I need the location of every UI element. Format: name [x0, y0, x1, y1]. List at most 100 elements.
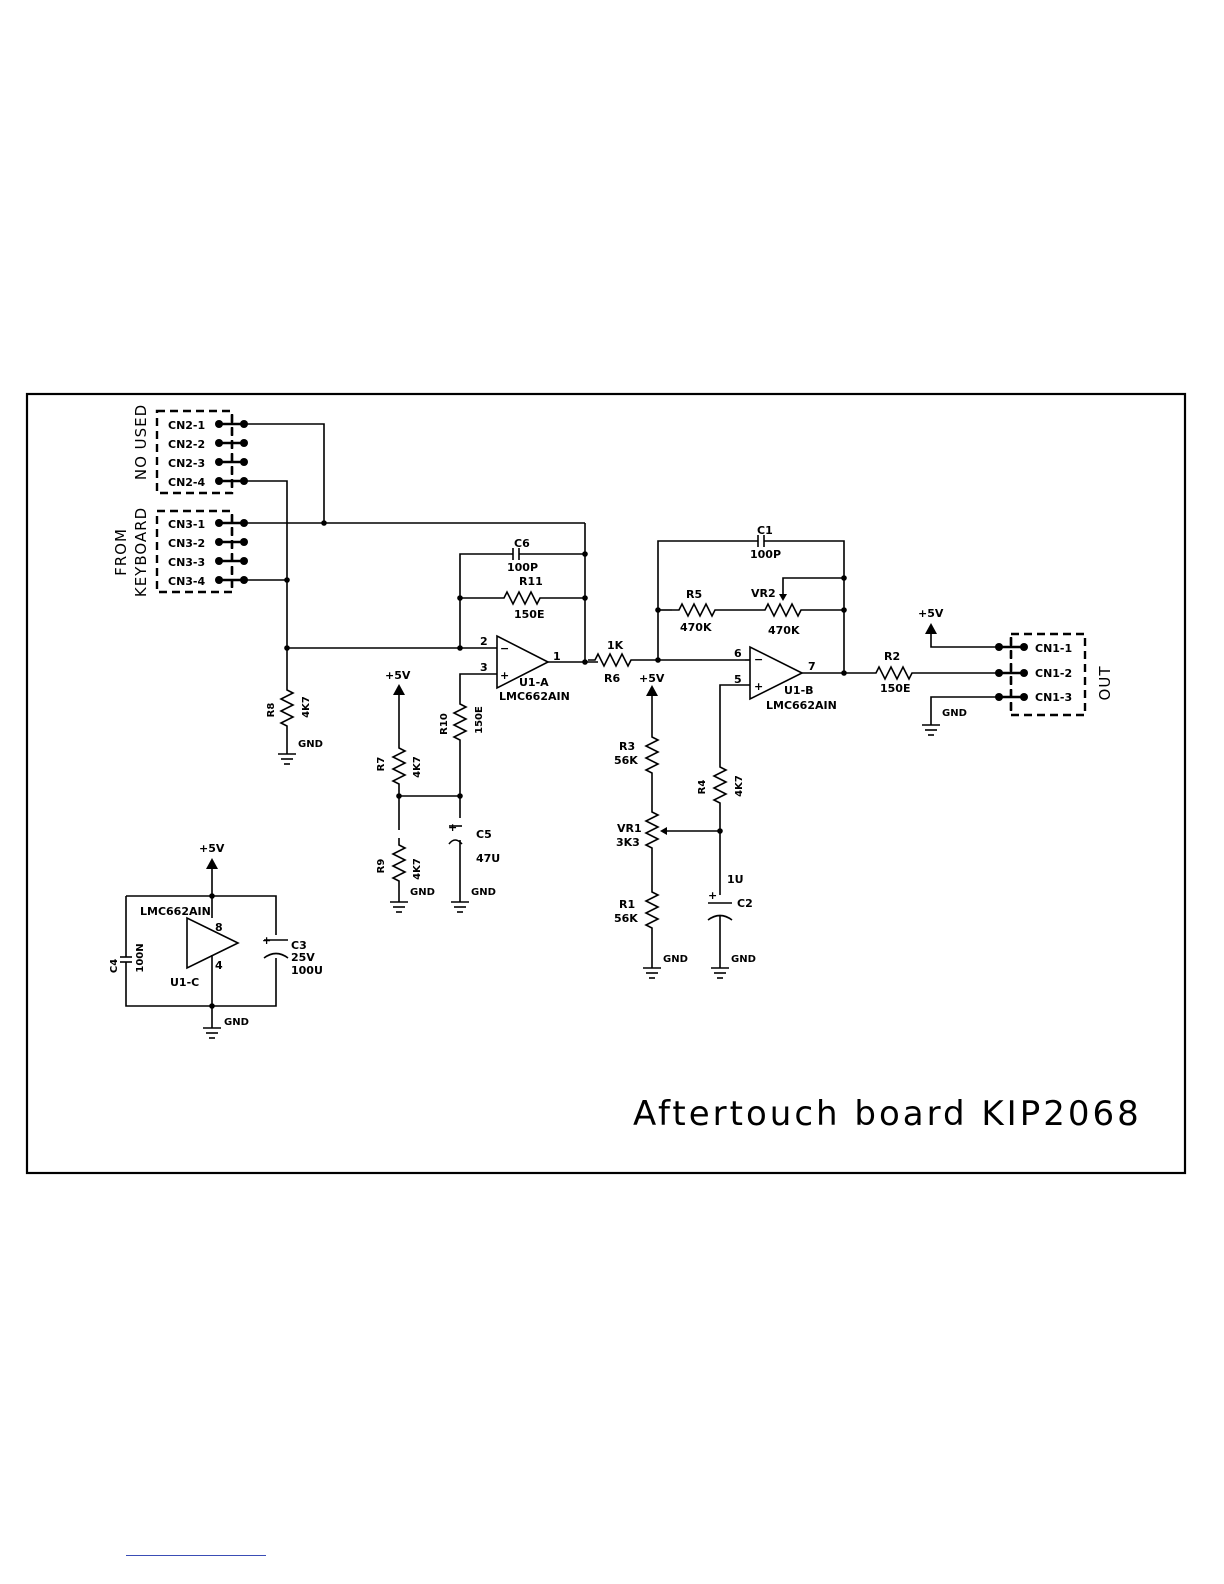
- r7-value: 4K7: [412, 756, 423, 778]
- u1c-vcc-label: +5V: [199, 842, 225, 855]
- r7-ref: R7: [376, 757, 387, 772]
- r2-value: 150E: [880, 682, 910, 695]
- c2-gnd-label: GND: [731, 954, 756, 965]
- u1a-pin3: 3: [480, 661, 488, 674]
- schematic-frame: [25, 392, 1187, 1175]
- c5-polarity: +: [448, 821, 457, 834]
- cn3-1-label: CN3-1: [168, 518, 205, 531]
- cn3-3-label: CN3-3: [168, 556, 205, 569]
- r9-value: 4K7: [412, 858, 423, 880]
- connector-cn2: NO USED CN2-1 CN2-2 CN2-3 CN2-4: [132, 404, 248, 495]
- u1a-pin2: 2: [480, 635, 488, 648]
- u1c-gnd-label: GND: [224, 1017, 249, 1028]
- c4-value: 100N: [135, 943, 146, 972]
- u1a-feedback: C6 100P R11 150E: [457, 523, 598, 665]
- c2-value: 1U: [727, 873, 744, 886]
- cn2-4-label: CN2-4: [168, 476, 205, 489]
- cn1-3-label: CN1-3: [1035, 691, 1072, 704]
- c3-ref: C3: [291, 939, 307, 952]
- vr1-ref: VR1: [617, 822, 642, 835]
- r7-vcc-label: +5V: [385, 669, 411, 682]
- r11-ref: R11: [519, 575, 543, 588]
- u1a-bias-network: R10 150E +5V R7 4K7 R9 4K7 GND + C5 47U …: [376, 669, 500, 913]
- u1b-pin7: 7: [808, 660, 816, 673]
- c2-ref: C2: [737, 897, 753, 910]
- group-label-out: OUT: [1096, 666, 1114, 701]
- u1b-ref: U1-B: [784, 684, 814, 697]
- cn1-gnd-label: GND: [942, 708, 967, 719]
- cn1-1-label: CN1-1: [1035, 642, 1072, 655]
- vr1-value: 3K3: [616, 836, 640, 849]
- u1b-part: LMC662AIN: [766, 699, 837, 712]
- cn2-2-label: CN2-2: [168, 438, 205, 451]
- u1c-ref: U1-C: [170, 976, 199, 989]
- c5-gnd-label: GND: [471, 887, 496, 898]
- r3-vcc-label: +5V: [639, 672, 665, 685]
- u1c-pin4: 4: [215, 959, 223, 972]
- r4-ref: R4: [697, 780, 708, 795]
- cn2-3-label: CN2-3: [168, 457, 205, 470]
- resistor-r6: 1K R6: [587, 639, 745, 685]
- c6-ref: C6: [514, 537, 530, 550]
- r2-ref: R2: [884, 650, 900, 663]
- u1b-bias-network: +5V R3 56K VR1 3K3 R1 56K GND R4 4K7 + 1…: [614, 672, 756, 979]
- c3-polarity: +: [262, 934, 271, 947]
- r10-ref: R10: [439, 713, 450, 735]
- r1-ref: R1: [619, 898, 635, 911]
- u1a-pin1: 1: [553, 650, 561, 663]
- c6-value: 100P: [507, 561, 538, 574]
- r6-value: 1K: [607, 639, 624, 652]
- r11-value: 150E: [514, 608, 544, 621]
- cn1-vcc-label: +5V: [918, 607, 944, 620]
- c5-ref: C5: [476, 828, 492, 841]
- r1-value: 56K: [614, 912, 638, 925]
- r5-ref: R5: [686, 588, 702, 601]
- r3-ref: R3: [619, 740, 635, 753]
- u1a-plus-sign: +: [500, 669, 509, 682]
- c1-value: 100P: [750, 548, 781, 561]
- cn3-4-label: CN3-4: [168, 575, 205, 588]
- r10-value: 150E: [474, 706, 485, 734]
- vr2-ref: VR2: [751, 587, 776, 600]
- r8-value: 4K7: [301, 696, 312, 718]
- c1-ref: C1: [757, 524, 773, 537]
- r3-value: 56K: [614, 754, 638, 767]
- u1c-part: LMC662AIN: [140, 905, 211, 918]
- connector-cn3: FROM KEYBOARD CN3-1 CN3-2 CN3-3 CN3-4: [112, 507, 248, 597]
- c2-polarity: +: [708, 889, 717, 902]
- u1a-ref: U1-A: [519, 676, 549, 689]
- connector-cn1: OUT CN1-1 CN1-2 CN1-3 +5V GND: [918, 607, 1114, 736]
- c4-ref: C4: [109, 959, 120, 973]
- u1b-pin5: 5: [734, 673, 742, 686]
- cn2-1-label: CN2-1: [168, 419, 205, 432]
- vr2-value: 470K: [768, 624, 800, 637]
- u1c-pin8: 8: [215, 921, 223, 934]
- u1b-pin6: 6: [734, 647, 742, 660]
- cn3-2-label: CN3-2: [168, 537, 205, 550]
- group-label-from: FROM: [112, 528, 130, 576]
- opamp-u1b: − + 6 5 7 U1-B LMC662AIN: [734, 645, 837, 712]
- r9-ref: R9: [376, 859, 387, 874]
- c3-voltage: 25V: [291, 951, 315, 964]
- footer-link-underline: [126, 1555, 266, 1556]
- cn1-2-label: CN1-2: [1035, 667, 1072, 680]
- u1b-minus-sign: −: [754, 653, 763, 666]
- r8-ref: R8: [266, 703, 277, 718]
- diagram-title: Aftertouch board KIP2068: [633, 1094, 1142, 1134]
- r5-value: 470K: [680, 621, 712, 634]
- r8-gnd-label: GND: [298, 739, 323, 750]
- c5-value: 47U: [476, 852, 500, 865]
- c3-value: 100U: [291, 964, 323, 977]
- opamp-u1c-block: +5V + C3 25V 100U C4 100N LMC662AIN 8 4 …: [109, 842, 323, 1039]
- u1a-minus-sign: −: [500, 642, 509, 655]
- u1b-plus-sign: +: [754, 680, 763, 693]
- opamp-u1a: − + 2 3 1 U1-A LMC662AIN: [480, 634, 570, 703]
- u1b-feedback: C1 100P R5 470K VR2 470K: [655, 524, 869, 676]
- r4-value: 4K7: [734, 775, 745, 797]
- group-label-keyboard: KEYBOARD: [132, 507, 150, 597]
- r6-ref: R6: [604, 672, 620, 685]
- resistor-r8: R8 4K7 GND: [266, 648, 323, 765]
- group-label-no-used: NO USED: [132, 404, 150, 480]
- r1-gnd-label: GND: [663, 954, 688, 965]
